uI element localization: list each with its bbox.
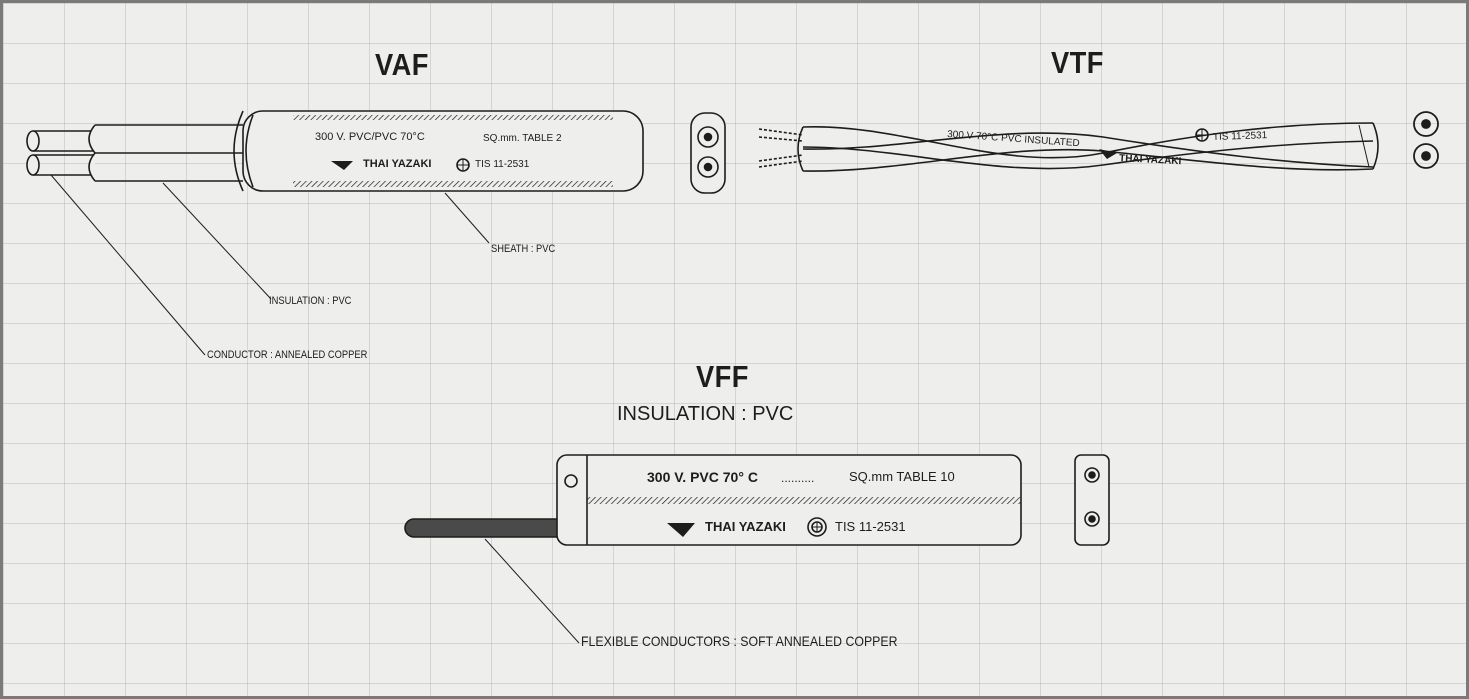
cable-drawings: 300 V 70°C PVC INSULATED THAI YAZAKI TIS… (26, 110, 1439, 644)
vaf-callout-conductor: CONDUCTOR : ANNEALED COPPER (207, 349, 368, 361)
vaf-title: VAF (375, 47, 429, 82)
vaf-callout-insulation: INSULATION : PVC (269, 295, 352, 307)
vff-print-rating: 300 V. PVC 70° C (647, 469, 758, 485)
vff-callout-conductor: FLEXIBLE CONDUCTORS : SOFT ANNEALED COPP… (581, 633, 898, 649)
vtf-standard: TIS 11-2531 (1213, 130, 1268, 143)
vaf-brand: THAI YAZAKI (363, 158, 432, 170)
vff-print-table: SQ.mm TABLE 10 (849, 469, 955, 484)
vaf-standard: TIS 11-2531 (475, 159, 530, 170)
vtf-cable (758, 122, 1379, 172)
vff-brand: THAI YAZAKI (705, 519, 786, 534)
vff-print-dots: .......... (781, 471, 815, 485)
vaf-print-table: SQ.mm. TABLE 2 (483, 133, 562, 144)
leader-conductor (50, 174, 206, 356)
vff-cross-section (1074, 454, 1110, 546)
vff-cable (404, 454, 1022, 546)
vff-subtitle: INSULATION : PVC (617, 403, 794, 425)
leader-sheath (444, 192, 490, 244)
leader-insulation (162, 182, 272, 300)
leader-flexible-conductor (484, 538, 580, 644)
vff-title: VFF (696, 359, 749, 394)
vaf-cross-section (690, 112, 726, 194)
vaf-print-rating: 300 V. PVC/PVC 70°C (315, 131, 425, 143)
vtf-cross-section (1413, 111, 1439, 169)
vff-standard: TIS 11-2531 (835, 519, 906, 534)
vtf-print-line: 300 V 70°C PVC INSULATED (947, 129, 1080, 149)
vaf-leader-lines (50, 174, 490, 356)
vtf-brand: THAI YAZAKI (1119, 153, 1182, 167)
vtf-title: VTF (1051, 45, 1104, 80)
vaf-cable (26, 110, 644, 192)
vaf-callout-sheath: SHEATH : PVC (491, 243, 556, 255)
